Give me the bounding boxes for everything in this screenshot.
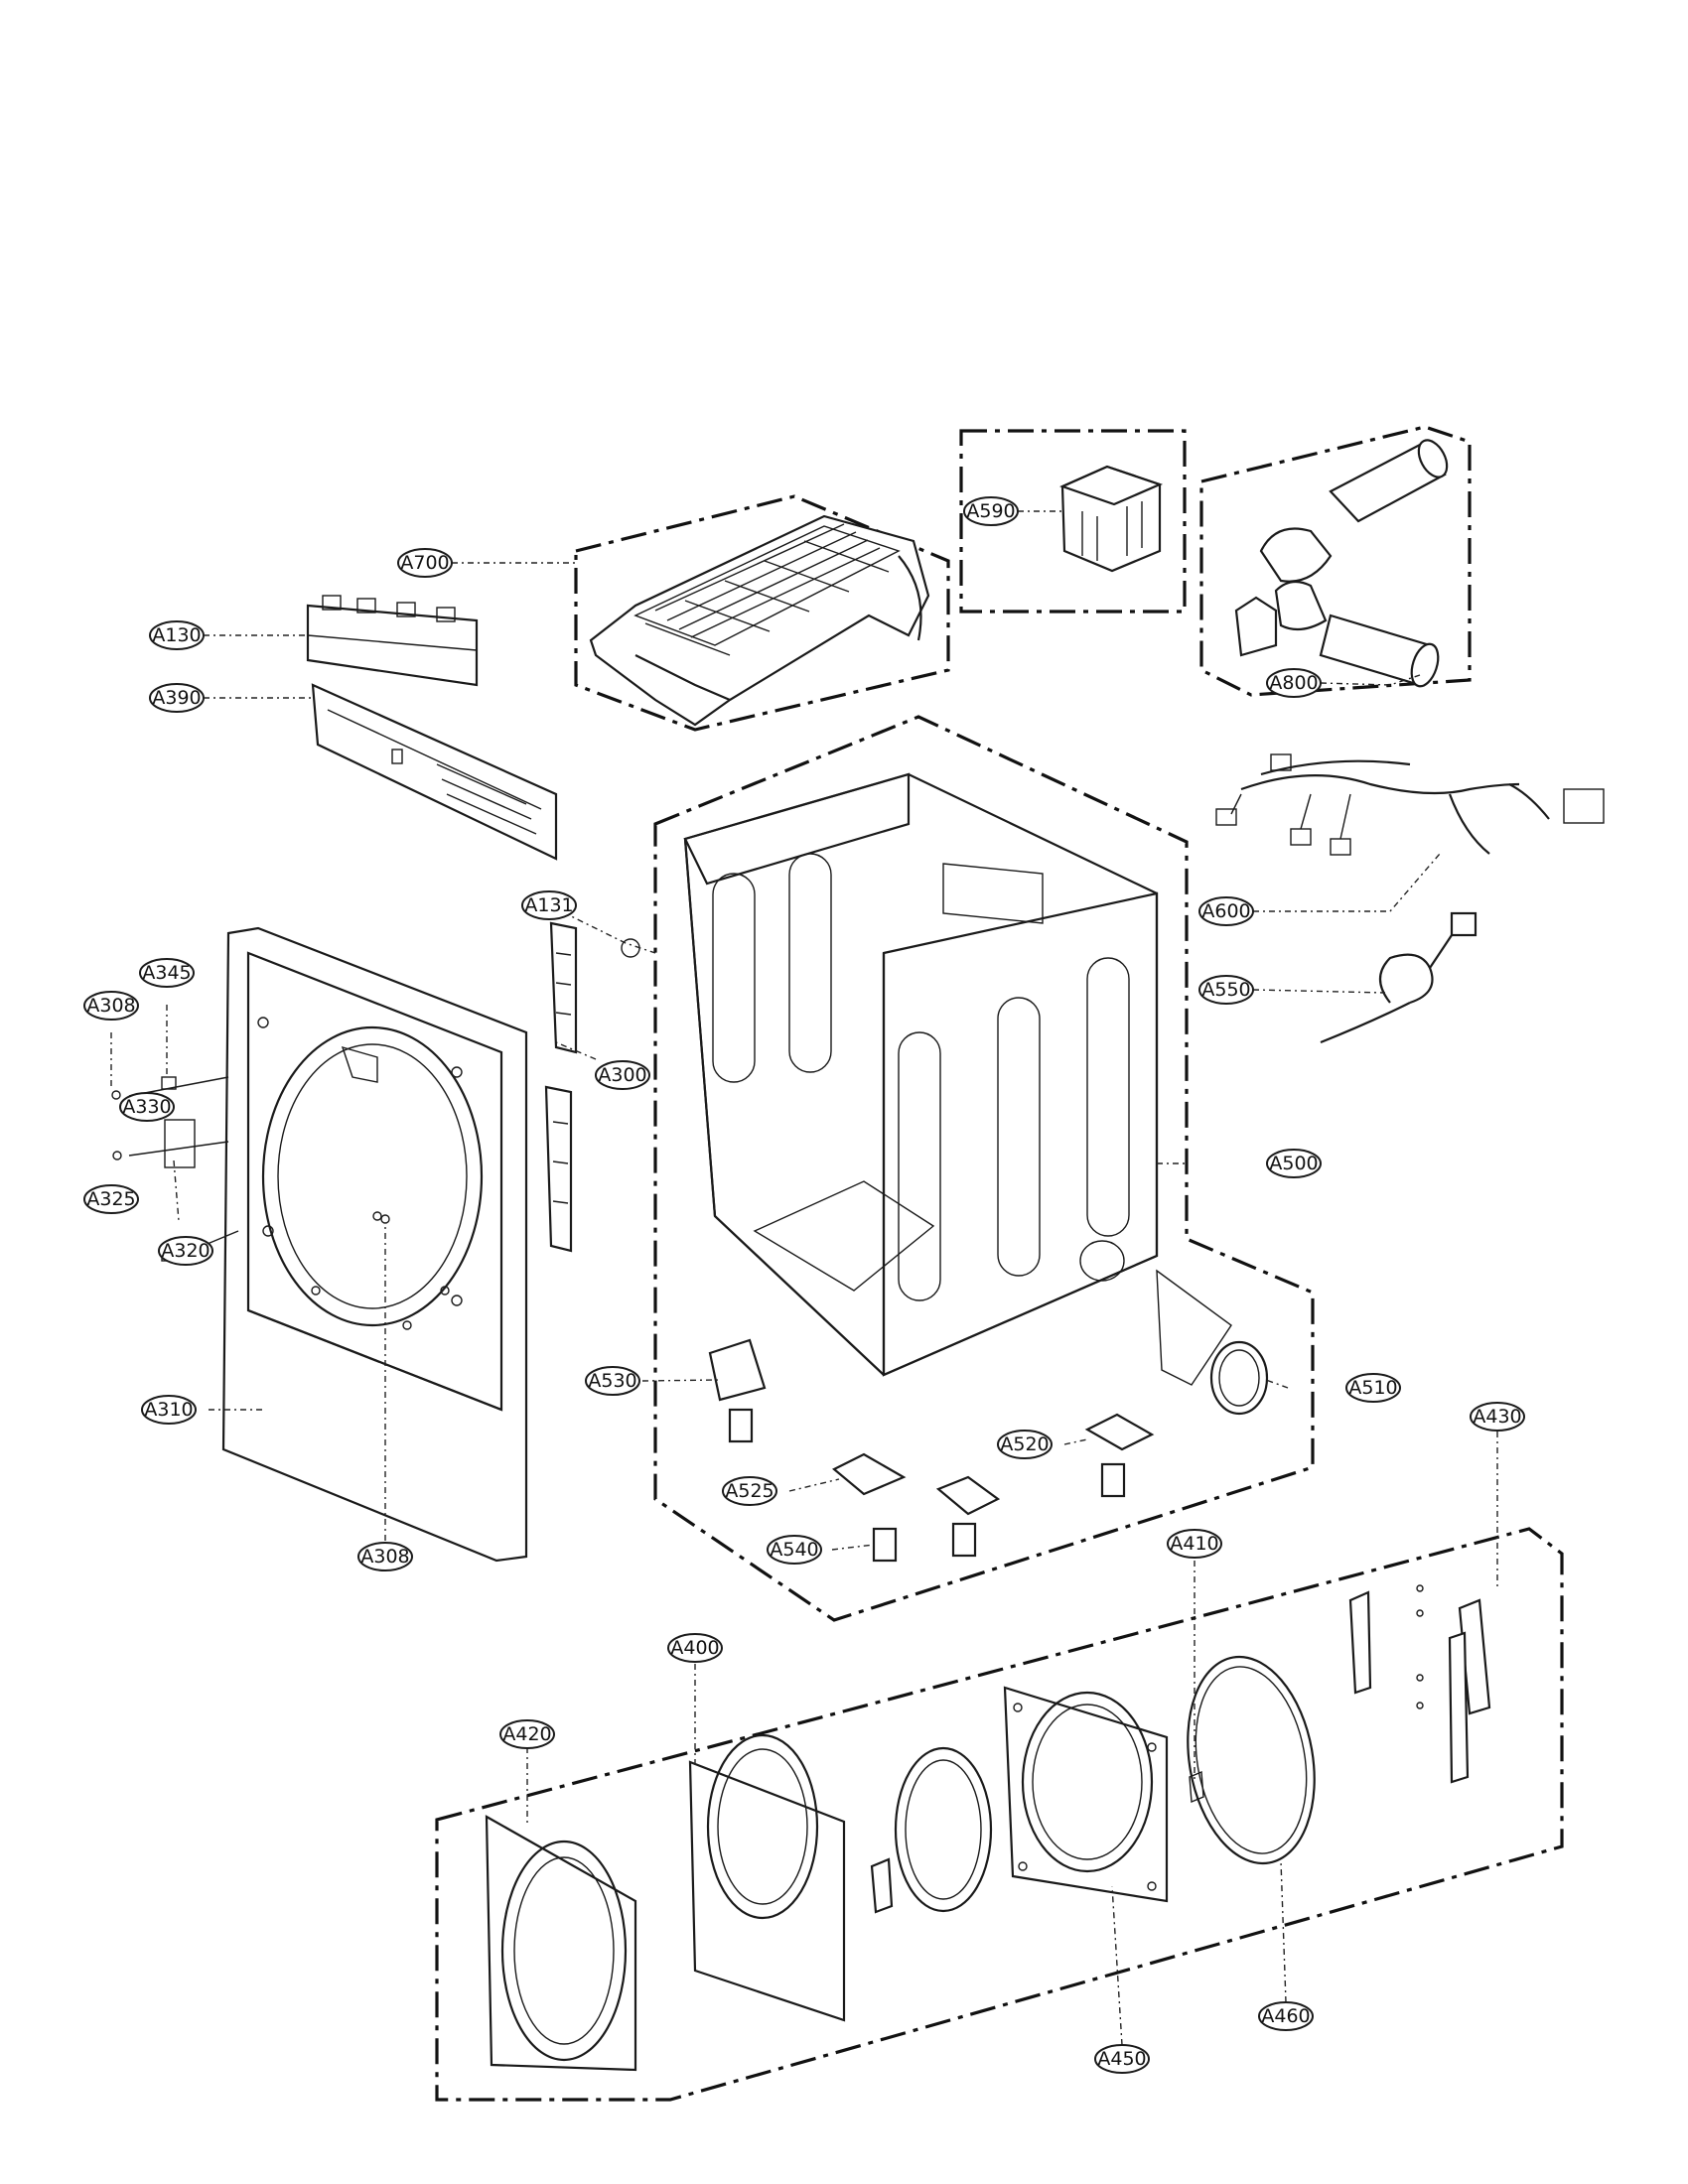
svg-text:A410: A410: [1170, 1533, 1218, 1555]
boundary-a590-group: [959, 429, 1187, 614]
callout-a460: A460: [1258, 2001, 1314, 2031]
callout-a308-top: A308: [83, 991, 139, 1021]
callout-a300: A300: [595, 1060, 650, 1090]
a500-cabinet-part: [683, 772, 1159, 1377]
boundary-door-group: [435, 1527, 1564, 2102]
callout-a525: A525: [722, 1476, 777, 1506]
svg-text:A530: A530: [588, 1370, 636, 1392]
svg-text:A540: A540: [770, 1539, 818, 1561]
svg-text:A500: A500: [1269, 1153, 1318, 1174]
svg-text:A450: A450: [1097, 2048, 1146, 2070]
callout-a390: A390: [149, 683, 205, 713]
group-boundaries: [435, 425, 1564, 2102]
a300-bracket-part: [544, 921, 578, 1253]
a430-latch-parts: [1348, 1584, 1491, 1784]
a420-door-outer-part: [485, 1815, 637, 2072]
a460-gasket-part: [1187, 1655, 1316, 1865]
callout-a550: A550: [1198, 975, 1254, 1005]
svg-text:A390: A390: [152, 687, 201, 709]
svg-text:A800: A800: [1269, 672, 1318, 694]
callout-a700: A700: [397, 548, 453, 578]
boundary-a700-group: [574, 494, 950, 732]
callout-a420: A420: [499, 1719, 555, 1749]
svg-text:A430: A430: [1473, 1406, 1521, 1428]
callout-a600: A600: [1198, 896, 1254, 926]
callout-a530: A530: [585, 1366, 640, 1396]
callout-a320: A320: [158, 1236, 213, 1266]
callout-a800: A800: [1266, 668, 1322, 698]
callout-a540: A540: [767, 1535, 822, 1565]
a600-wire-harness-part: [1215, 753, 1605, 856]
callout-a430: A430: [1470, 1402, 1525, 1432]
svg-text:A400: A400: [670, 1637, 719, 1659]
boundary-cabinet-group: [653, 715, 1315, 1622]
callout-a310: A310: [141, 1395, 197, 1425]
callout-a308-bottom: A308: [357, 1542, 413, 1571]
feet-and-brackets: [708, 1338, 1155, 1563]
svg-text:A590: A590: [966, 500, 1015, 522]
svg-text:A700: A700: [400, 552, 449, 574]
top-duct-part: [589, 514, 930, 727]
a390-control-panel-part: [311, 683, 558, 861]
callout-a590: A590: [963, 496, 1019, 526]
callout-a410: A410: [1167, 1529, 1222, 1559]
callout-a330: A330: [119, 1092, 175, 1122]
svg-text:A420: A420: [502, 1723, 551, 1745]
svg-text:A525: A525: [725, 1480, 774, 1502]
a400-inner-ring-part: [870, 1746, 993, 1914]
a450-door-hinge-plate-part: [1003, 1686, 1169, 1903]
callout-a325: A325: [83, 1184, 139, 1214]
callout-a520: A520: [997, 1430, 1053, 1459]
svg-text:A325: A325: [86, 1188, 135, 1210]
callout-a400: A400: [667, 1633, 723, 1663]
boundary-a800-group: [1199, 425, 1472, 697]
svg-text:A600: A600: [1201, 900, 1250, 922]
svg-text:A300: A300: [598, 1064, 646, 1086]
callout-labels: A700 A590 A800 A130 A390 A600 A131 A550 …: [83, 496, 1525, 2074]
callout-a510: A510: [1345, 1373, 1401, 1403]
a590-bracket-part: [1059, 465, 1164, 573]
svg-text:A460: A460: [1261, 2005, 1310, 2027]
a400-door-frame-part: [688, 1733, 846, 2022]
a550-power-cord-part: [1320, 911, 1477, 1044]
callout-a345: A345: [139, 958, 195, 988]
svg-text:A510: A510: [1348, 1377, 1397, 1399]
callout-a130: A130: [149, 620, 205, 650]
callout-a450: A450: [1094, 2044, 1150, 2074]
svg-text:A308: A308: [86, 995, 135, 1017]
svg-text:A131: A131: [524, 894, 573, 916]
callout-a131: A131: [521, 890, 577, 920]
svg-text:A345: A345: [142, 962, 191, 984]
svg-text:A310: A310: [144, 1399, 193, 1421]
callout-a500: A500: [1266, 1149, 1322, 1178]
a800-exhaust-duct-part: [1234, 439, 1449, 688]
svg-text:A550: A550: [1201, 979, 1250, 1001]
svg-text:A520: A520: [1000, 1433, 1049, 1455]
svg-text:A320: A320: [161, 1240, 210, 1262]
a510-duct-ring-part: [1156, 1269, 1269, 1416]
svg-text:A330: A330: [122, 1096, 171, 1118]
a130-pcb-part: [306, 595, 479, 687]
svg-text:A308: A308: [360, 1546, 409, 1568]
leader-lines: [110, 510, 1498, 2046]
a310-front-panel-part: [221, 926, 528, 1563]
svg-text:A130: A130: [152, 624, 201, 646]
